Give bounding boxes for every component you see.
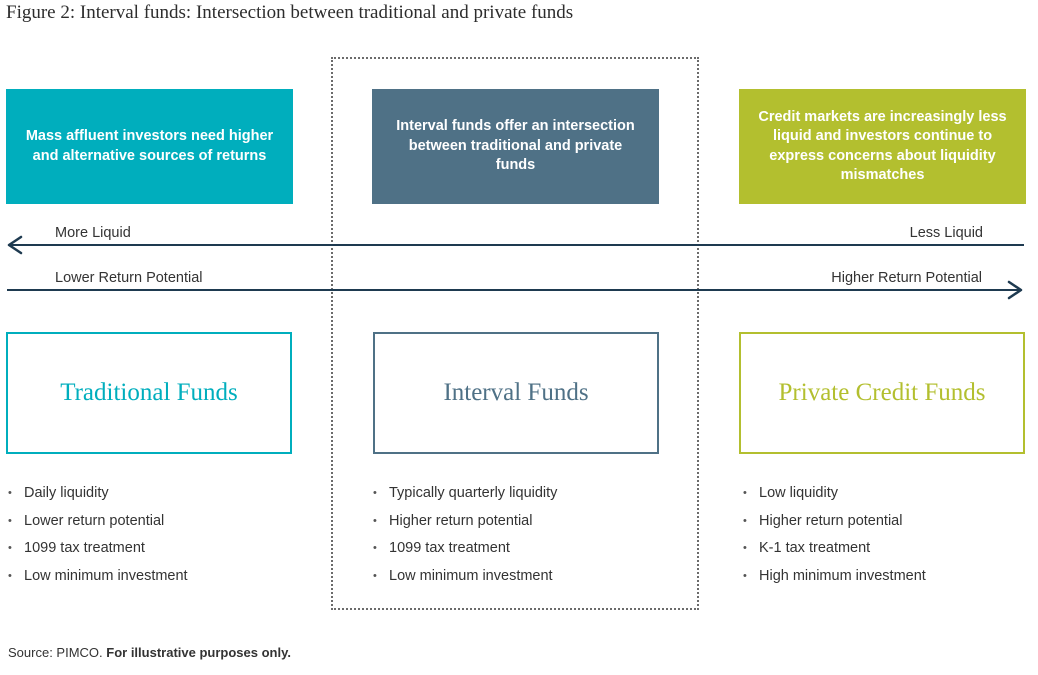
list-item: 1099 tax treatment [6,535,188,563]
traditional-funds-features: Daily liquidity Lower return potential 1… [6,480,188,590]
list-item: Typically quarterly liquidity [371,480,557,508]
list-item: Higher return potential [741,508,926,536]
list-item: Daily liquidity [6,480,188,508]
mass-affluent-callout: Mass affluent investors need higher and … [6,89,293,204]
interval-funds-callout: Interval funds offer an intersection bet… [372,89,659,204]
list-item: 1099 tax treatment [371,535,557,563]
list-item: Lower return potential [6,508,188,536]
interval-funds-highlight-frame [331,57,699,610]
figure-title: Figure 2: Interval funds: Intersection b… [6,2,574,23]
traditional-funds-box: Traditional Funds [6,332,292,454]
list-item: K-1 tax treatment [741,535,926,563]
source-note: Source: PIMCO. For illustrative purposes… [8,645,291,660]
private-credit-funds-features: Low liquidity Higher return potential K-… [741,480,926,590]
list-item: Low liquidity [741,480,926,508]
liquidity-arrow [7,235,1024,255]
list-item: Low minimum investment [371,563,557,591]
interval-funds-features: Typically quarterly liquidity Higher ret… [371,480,557,590]
illustrative-disclaimer: For illustrative purposes only. [106,645,291,660]
list-item: Low minimum investment [6,563,188,591]
interval-funds-box: Interval Funds [373,332,659,454]
return-arrow [7,280,1023,300]
more-liquid-label: More Liquid [55,225,131,241]
list-item: High minimum investment [741,563,926,591]
lower-return-label: Lower Return Potential [55,270,203,286]
credit-markets-callout: Credit markets are increasingly less liq… [739,89,1026,204]
source-text: Source: PIMCO. [8,645,103,660]
higher-return-label: Higher Return Potential [831,270,982,286]
less-liquid-label: Less Liquid [909,225,983,241]
list-item: Higher return potential [371,508,557,536]
private-credit-funds-box: Private Credit Funds [739,332,1025,454]
